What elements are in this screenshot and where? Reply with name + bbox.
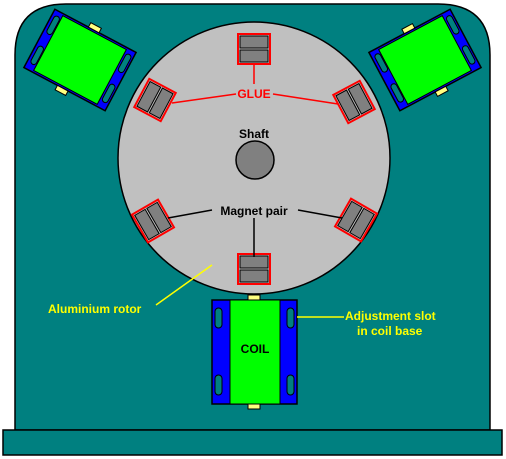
coil-label: COIL [241, 342, 270, 356]
magnet-pair-lower-left [130, 198, 176, 244]
magnet-pair-leaders [167, 209, 343, 257]
magnet-pair-top [237, 33, 271, 65]
adjustment-slot [286, 374, 295, 396]
adjustment-slot-label-line2: in coil base [357, 324, 423, 338]
adjustment-slot [286, 307, 295, 329]
coil-pin [247, 294, 261, 301]
adjustment-slot [214, 307, 223, 329]
coil-assembly-top-right [367, 8, 483, 112]
adjustment-slot-label-line1: Adjustment slot [345, 309, 436, 323]
shaft-label: Shaft [239, 127, 269, 141]
adjustment-slot [214, 374, 223, 396]
base-plate [2, 429, 503, 456]
magnet-pair-label: Magnet pair [220, 204, 288, 218]
aluminium-rotor-leader [155, 264, 213, 306]
magnet-pair-bottom [237, 253, 271, 285]
magnet-pair-upper-left [132, 77, 178, 123]
magnet-pair-upper-right [331, 79, 377, 125]
coil-pin [247, 403, 261, 410]
coil-assembly-bottom [211, 294, 298, 410]
shaft [235, 140, 275, 180]
aluminium-rotor-label: Aluminium rotor [48, 302, 142, 316]
coil-assembly-top-left [22, 8, 138, 112]
magnet-pair-lower-right [333, 197, 379, 243]
glue-leaders [171, 65, 339, 105]
glue-label: GLUE [237, 87, 270, 101]
